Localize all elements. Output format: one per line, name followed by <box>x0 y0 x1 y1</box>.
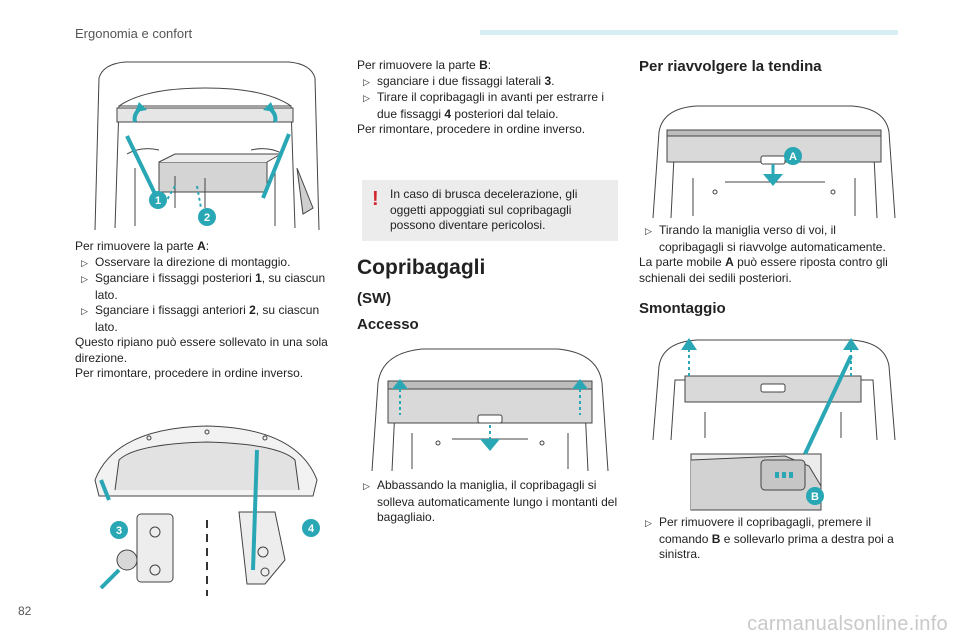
col1-bullet-3: ▷Sganciare i fissaggi anteriori 2, su ci… <box>81 303 320 334</box>
callout-1: 1 <box>155 195 161 207</box>
bullet-arrow-icon: ▷ <box>363 481 370 491</box>
col2-text: Per rimuovere la parte B: ▷sganciare i d… <box>357 58 621 138</box>
col2-access-text: ▷Abbassando la maniglia, il copribagagli… <box>357 478 621 526</box>
col1-note-2: Per rimontare, procedere in ordine inver… <box>75 366 304 380</box>
col2-access-bullet: ▷Abbassando la maniglia, il copribagagli… <box>363 478 618 524</box>
watermark: carmanualsonline.info <box>747 613 948 635</box>
bullet-arrow-icon: ▷ <box>645 518 652 528</box>
callout-b: B <box>811 491 819 503</box>
callout-b-bg <box>806 487 824 505</box>
col1-note-1: Questo ripiano può essere sollevato in u… <box>75 335 328 365</box>
figure-cover-removal: B <box>652 338 896 511</box>
col1-text: Per rimuovere la parte A: ▷Osservare la … <box>75 239 337 382</box>
heading-riavvolgere: Per riavvolgere la tendina <box>639 58 822 75</box>
col3-smontaggio-text: ▷Per rimuovere il copribagagli, premere … <box>639 515 903 563</box>
page-number: 82 <box>18 604 32 618</box>
bullet-arrow-icon: ▷ <box>645 226 652 236</box>
col2-intro: Per rimuovere la parte B: <box>357 58 492 72</box>
warning-box: ! In caso di brusca decelerazione, gli o… <box>362 180 618 241</box>
callout-4: 4 <box>308 523 315 535</box>
callout-1-bg <box>149 191 167 209</box>
heading-copribagagli: Copribagagli <box>357 256 486 279</box>
figure-parcel-shelf-b: 3 4 <box>94 425 320 596</box>
warning-exclamation-icon: ! <box>372 188 379 210</box>
callout-4-bg <box>302 519 320 537</box>
heading-accesso: Accesso <box>357 316 419 333</box>
bullet-arrow-icon: ▷ <box>81 274 88 284</box>
col3-smontaggio-bullet: ▷Per rimuovere il copribagagli, premere … <box>645 515 894 561</box>
bullet-arrow-icon: ▷ <box>363 93 370 103</box>
bullet-arrow-icon: ▷ <box>81 306 88 316</box>
col1-intro: Per rimuovere la parte A: <box>75 239 210 253</box>
bullet-arrow-icon: ▷ <box>81 257 88 268</box>
col3-note: La parte mobile A può essere riposta con… <box>639 255 888 285</box>
header-accent-bar <box>480 30 898 35</box>
section-title: Ergonomia e confort <box>75 26 193 41</box>
col3-text: ▷Tirando la maniglia verso di voi, il co… <box>639 223 903 286</box>
subheading-sw: (SW) <box>357 290 392 307</box>
figure-cover-rollback: A <box>652 105 896 219</box>
bullet-arrow-icon: ▷ <box>363 76 370 87</box>
callout-a-bg <box>784 147 802 165</box>
callout-a: A <box>789 151 797 163</box>
callout-3-bg <box>110 521 128 539</box>
col2-bullet-2: ▷Tirare il copribagagli in avanti per es… <box>363 90 604 121</box>
heading-smontaggio: Smontaggio <box>639 300 726 317</box>
col1-bullet-1: ▷Osservare la direzione di montaggio. <box>75 255 337 272</box>
warning-text: In caso di brusca decelerazione, gli ogg… <box>390 187 578 232</box>
col1-bullet-2: ▷Sganciare i fissaggi posteriori 1, su c… <box>81 271 326 302</box>
col3-bullet: ▷Tirando la maniglia verso di voi, il co… <box>645 223 886 254</box>
callout-3: 3 <box>116 525 122 537</box>
callout-2-bg <box>198 208 216 226</box>
col2-bullet-1: ▷sganciare i due fissaggi laterali 3. <box>357 74 621 91</box>
callout-2: 2 <box>204 212 210 224</box>
col2-note: Per rimontare, procedere in ordine inver… <box>357 122 586 136</box>
figure-parcel-shelf-a: 1 2 <box>94 61 320 231</box>
figure-cover-access <box>371 348 609 472</box>
